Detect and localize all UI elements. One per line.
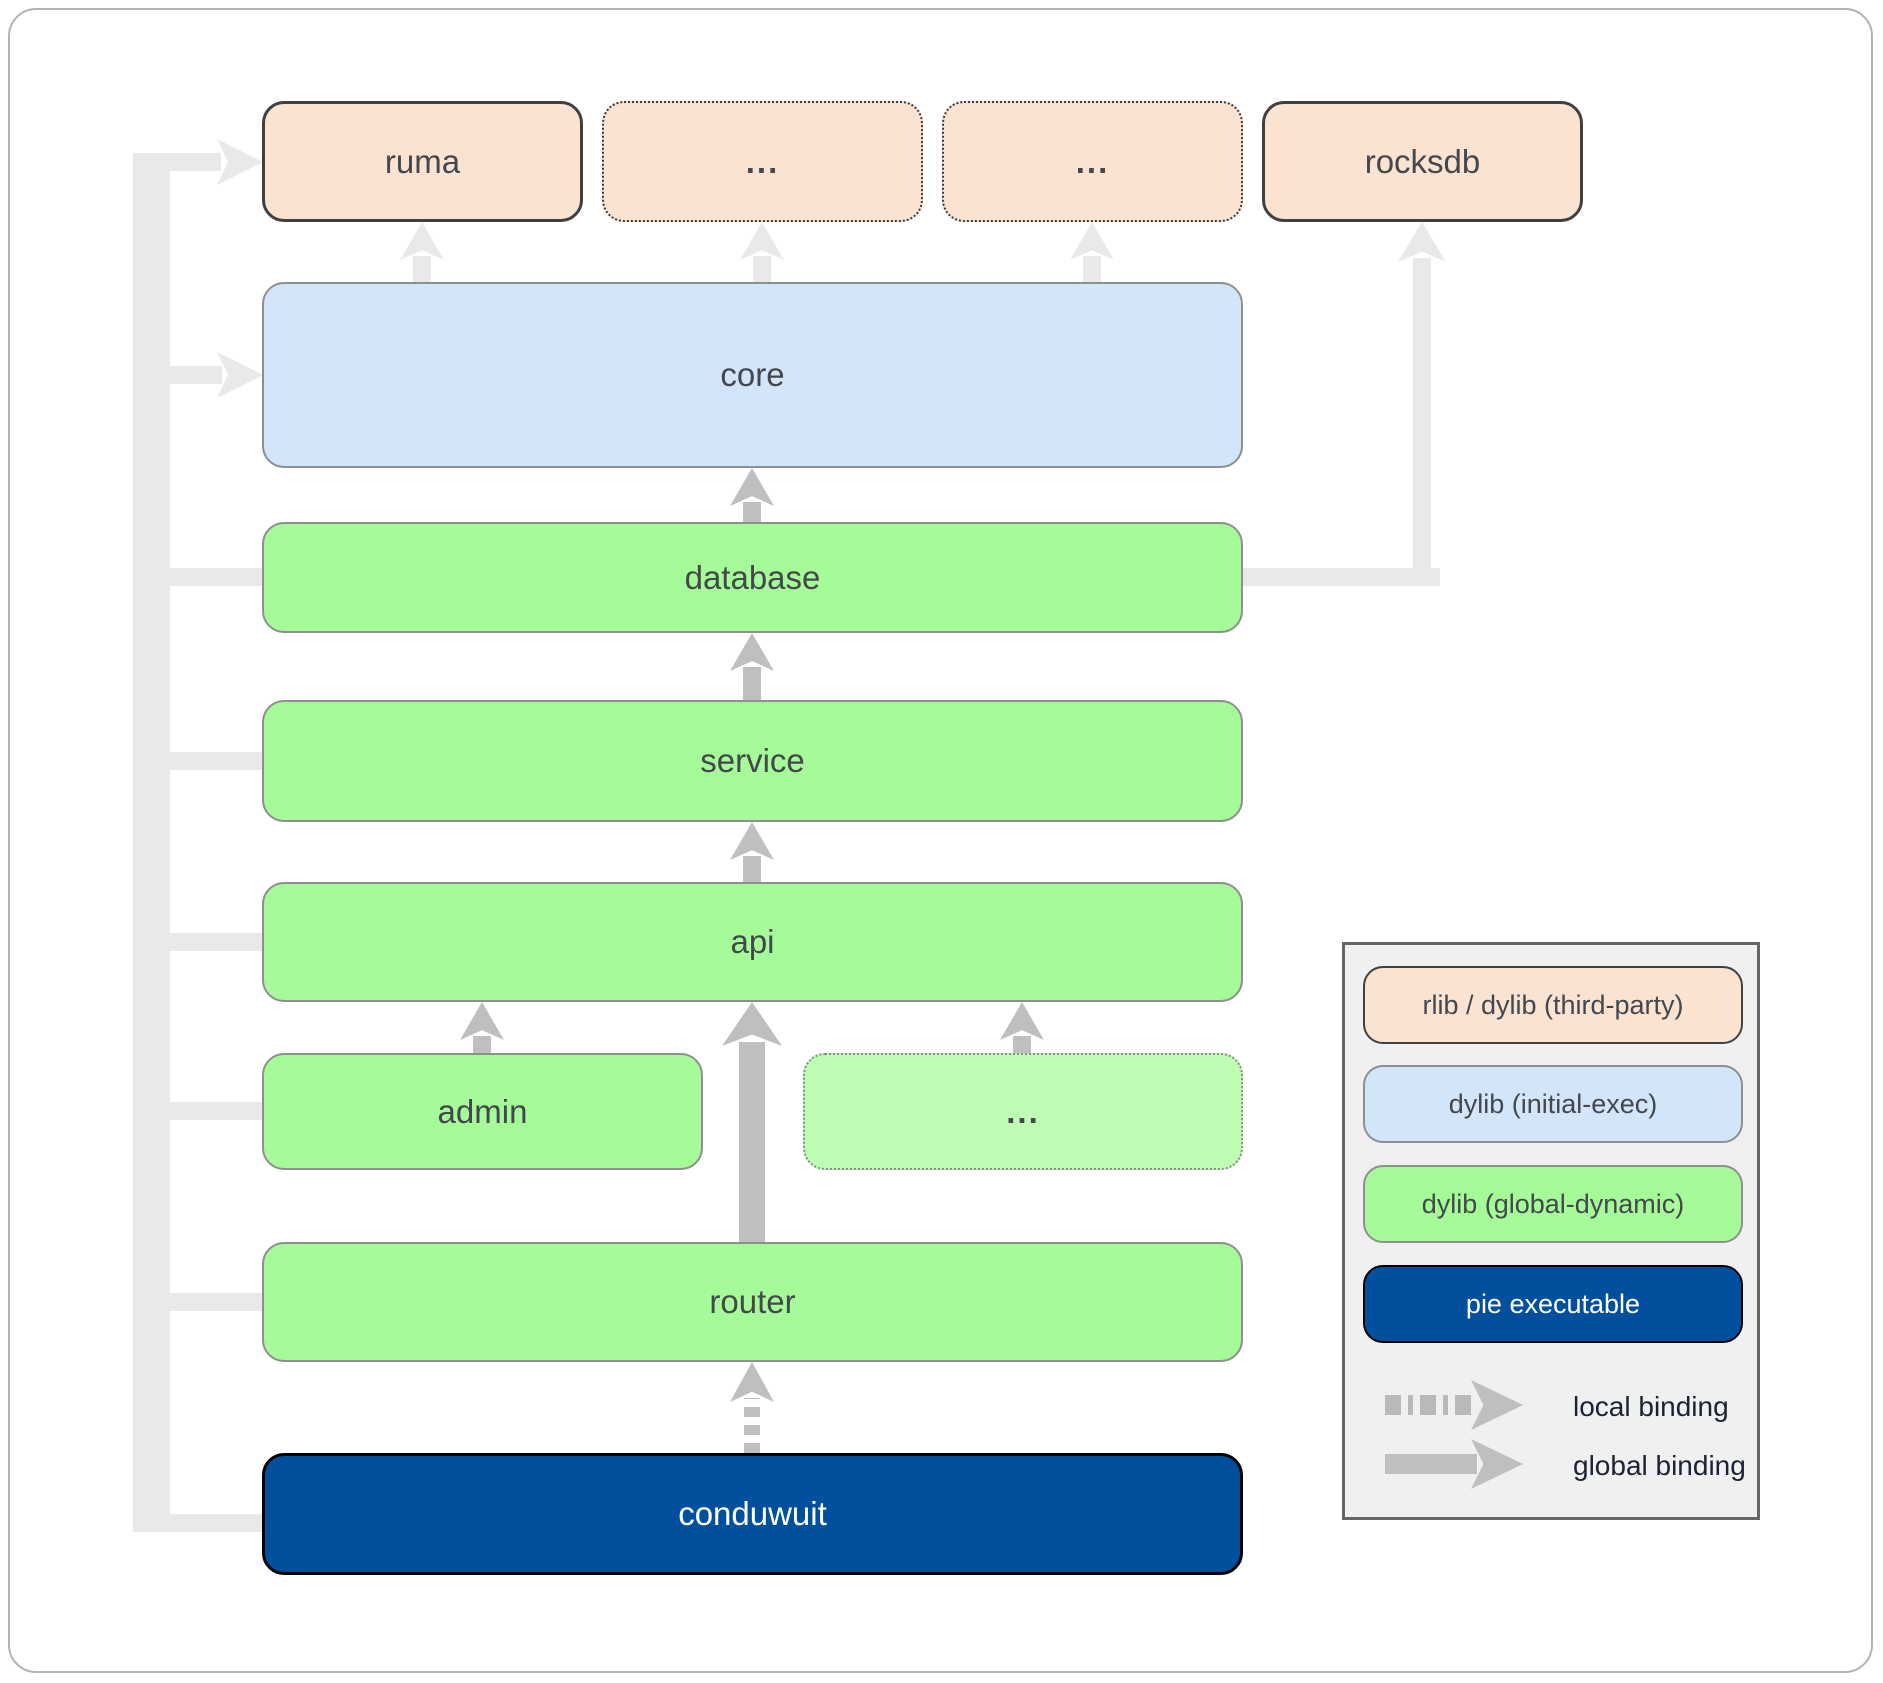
legend-local-binding-label: local binding	[1573, 1391, 1729, 1422]
node-service-label: service	[700, 742, 805, 779]
node-api-label: api	[730, 923, 775, 960]
node-thirdparty-more-1-label: ...	[745, 142, 780, 180]
edge-admin-to-api-shaft	[473, 1036, 491, 1053]
edge-router-to-api-shaft	[739, 1042, 765, 1242]
node-api-more: ...	[803, 1053, 1243, 1170]
legend-local-binding-arrow-shaft	[1385, 1395, 1473, 1415]
legend-item-third-party-label: rlib / dylib (third-party)	[1422, 989, 1684, 1020]
edge-conduwuit-to-api-stub	[168, 933, 262, 951]
node-router: router	[262, 1242, 1243, 1362]
node-conduwuit-label: conduwuit	[678, 1495, 827, 1532]
edge-conduwuit-to-core-arm	[152, 366, 222, 384]
node-rocksdb-label: rocksdb	[1364, 142, 1481, 180]
node-rocksdb: rocksdb	[1262, 101, 1583, 222]
legend-local-binding-arrowhead-icon	[1471, 1380, 1523, 1430]
legend-global-binding-label: global binding	[1573, 1450, 1746, 1481]
edge-conduwuit-to-ruma-arm	[133, 153, 221, 171]
edge-apimore-to-api-shaft	[1013, 1036, 1031, 1053]
node-thirdparty-more-2: ...	[942, 101, 1243, 222]
legend-panel: rlib / dylib (third-party) dylib (initia…	[1342, 942, 1760, 1520]
legend-item-initial-exec: dylib (initial-exec)	[1363, 1065, 1743, 1143]
node-ruma: ruma	[262, 101, 583, 222]
edge-service-to-database-shaft	[743, 667, 761, 700]
edge-database-to-rocksdb-vertical	[1413, 258, 1431, 586]
legend-item-global-dynamic: dylib (global-dynamic)	[1363, 1165, 1743, 1243]
node-api: api	[262, 882, 1243, 1002]
legend-item-pie-executable: pie executable	[1363, 1265, 1743, 1343]
edge-conduwuit-to-ruma-vertical	[133, 155, 151, 1532]
node-service: service	[262, 700, 1243, 822]
legend-global-binding-arrow-shaft	[1385, 1454, 1477, 1474]
edge-conduwuit-to-service-stub	[168, 752, 262, 770]
legend-item-initial-exec-label: dylib (initial-exec)	[1448, 1088, 1658, 1119]
edge-core-to-deps1-shaft	[753, 256, 771, 282]
edge-conduwuit-to-core-vertical	[151, 157, 170, 1523]
node-api-more-label: ...	[1006, 1092, 1040, 1130]
edge-conduwuit-left-elbow	[133, 1514, 262, 1532]
node-core: core	[262, 282, 1243, 468]
node-thirdparty-more-1: ...	[602, 101, 923, 222]
edge-conduwuit-to-admin-stub	[168, 1102, 262, 1120]
edge-conduwuit-to-router-stub	[168, 1293, 262, 1311]
legend-item-third-party: rlib / dylib (third-party)	[1363, 966, 1743, 1044]
node-database: database	[262, 522, 1243, 633]
node-router-label: router	[709, 1283, 796, 1320]
edge-core-to-ruma-shaft	[413, 256, 431, 282]
legend-item-global-dynamic-label: dylib (global-dynamic)	[1421, 1188, 1685, 1219]
legend-item-pie-executable-label: pie executable	[1465, 1288, 1641, 1319]
node-database-label: database	[684, 558, 821, 596]
edge-database-to-rocksdb-horizontal	[1243, 568, 1440, 586]
edge-conduwuit-to-database-stub	[168, 568, 262, 586]
node-ruma-label: ruma	[384, 142, 461, 180]
edge-api-to-service-shaft	[743, 856, 761, 882]
edge-conduwuit-to-router-dashed-shaft	[744, 1398, 760, 1453]
edge-database-to-core-shaft	[743, 502, 761, 522]
legend-global-binding-arrowhead-icon	[1471, 1439, 1523, 1489]
page-border	[8, 8, 1873, 1673]
edge-core-to-deps2-shaft	[1083, 256, 1101, 282]
node-thirdparty-more-2-label: ...	[1075, 142, 1110, 180]
node-admin-label: admin	[437, 1092, 528, 1130]
node-core-label: core	[720, 356, 785, 393]
node-conduwuit: conduwuit	[262, 1453, 1243, 1575]
node-admin: admin	[262, 1053, 703, 1170]
